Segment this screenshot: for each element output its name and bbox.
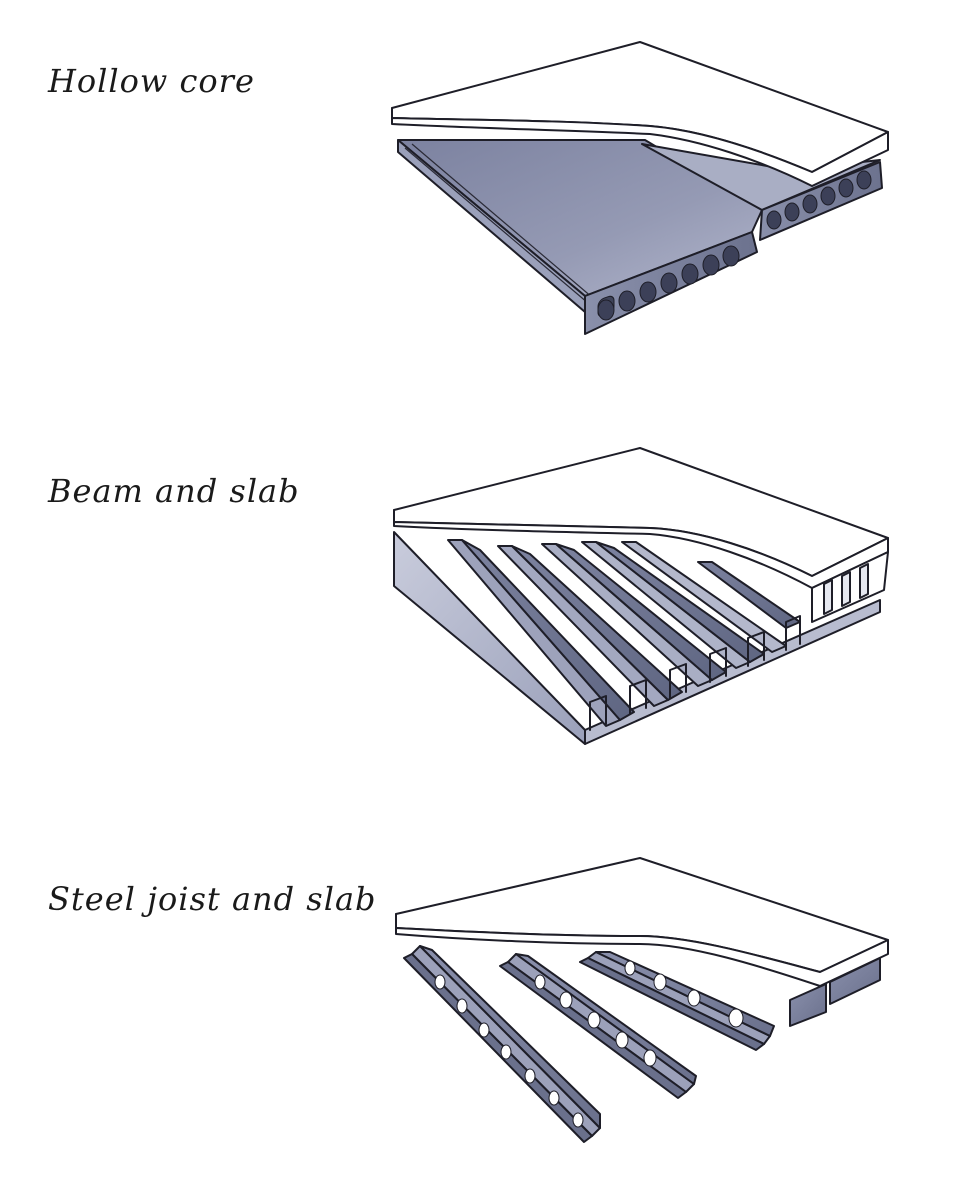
steel-joists-rear [789, 957, 881, 1027]
steel-joist-1 [403, 945, 601, 1143]
steel-joist-and-slab-illustration [395, 857, 889, 1143]
hollow-core-voids [597, 170, 872, 321]
beam-and-slab-channel-ends [589, 615, 801, 731]
label-steel-joist-and-slab: Steel joist and slab [48, 880, 377, 918]
beam-and-slab-rib-ends [811, 551, 889, 623]
steel-joist-3 [579, 951, 775, 1051]
label-hollow-core: Hollow core [48, 62, 255, 100]
hollow-core-plank-right-top [641, 143, 881, 211]
steel-joist-topping-slab [395, 857, 889, 973]
beam-and-slab-ribs [447, 539, 801, 727]
label-beam-and-slab: Beam and slab [48, 472, 300, 510]
steel-joist-2 [499, 953, 697, 1099]
beam-and-slab-illustration [393, 447, 889, 745]
hollow-core-illustration [391, 41, 889, 335]
